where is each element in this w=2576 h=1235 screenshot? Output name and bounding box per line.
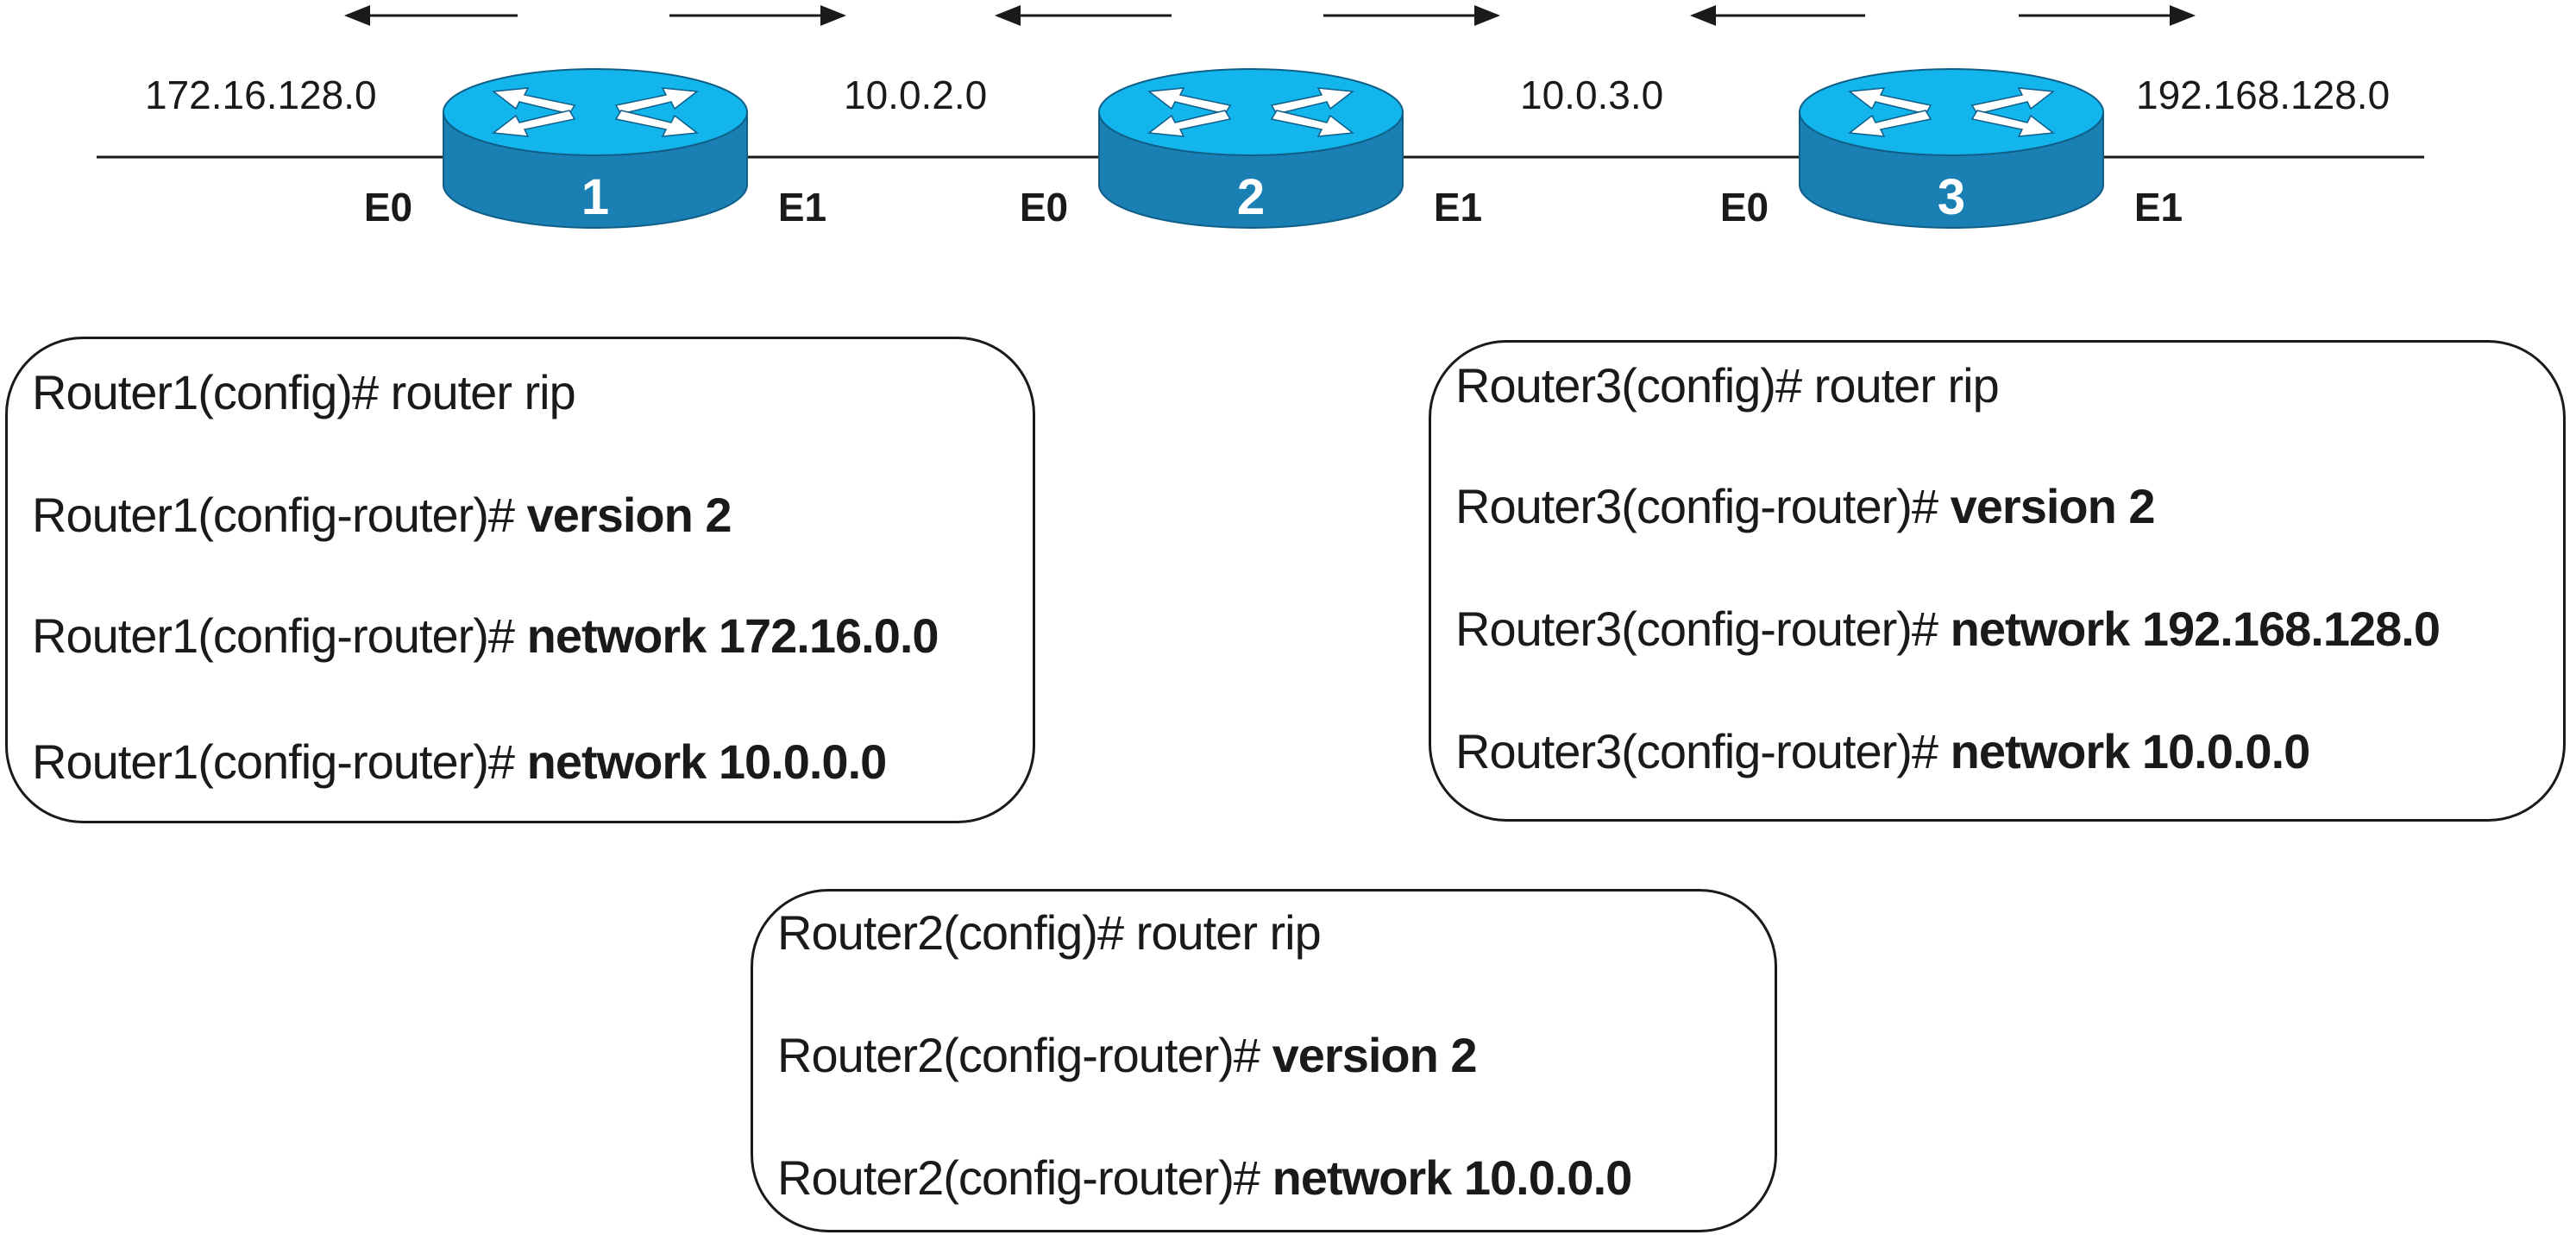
network-label-r1-r2: 10.0.2.0 [844,72,987,117]
cmd-prompt: Router2(config-router)# [777,1150,1272,1205]
cmd-prompt: Router1(config-router)# [32,488,527,542]
router-icon [443,68,748,229]
cmd-arg: version 2 [1950,479,2156,533]
config-line: Router1(config)# router rip [32,365,576,420]
router-1: 1 E0 E1 [364,68,826,230]
network-label-r2-r3: 10.0.3.0 [1520,72,1663,117]
cmd-arg: network 10.0.0.0 [1950,724,2311,778]
cmd-arg: network 192.168.128.0 [1950,602,2441,656]
router-1-e0-label: E0 [364,185,412,230]
cmd-arg: version 2 [1272,1028,1478,1082]
config-line: Router1(config-router)# network 172.16.0… [32,608,939,664]
router-icon [1098,68,1404,229]
config-line: Router3(config-router)# version 2 [1455,479,2156,534]
router-3: 3 E0 E1 [1720,68,2183,230]
router-2-e1-label: E1 [1434,185,1482,230]
router-3-label: 3 [1938,169,1965,225]
cmd-text: router rip [1135,905,1322,960]
router-2-label: 2 [1237,169,1265,225]
cmd-arg: version 2 [526,488,732,542]
router-1-e1-label: E1 [778,185,826,230]
config-line: Router2(config-router)# version 2 [777,1028,1478,1083]
router3-config-box: Router3(config)# router rip Router3(conf… [1429,340,2566,822]
cmd-prompt: Router1(config-router)# [32,608,527,663]
cmd-prompt: Router2(config)# [777,905,1136,960]
config-line: Router3(config)# router rip [1455,358,2000,413]
network-label-left: 172.16.128.0 [145,72,377,117]
router-3-e0-label: E0 [1720,185,1769,230]
cmd-text: router rip [390,365,576,419]
cmd-arg: network 10.0.0.0 [526,734,888,789]
cmd-arg: network 10.0.0.0 [1272,1150,1633,1205]
router-icon [1799,68,2104,229]
cmd-prompt: Router3(config-router)# [1455,602,1951,656]
cmd-prompt: Router1(config)# [32,365,391,419]
config-line: Router3(config-router)# network 192.168.… [1455,602,2441,657]
config-line: Router3(config-router)# network 10.0.0.0 [1455,724,2311,779]
cmd-text: router rip [1813,358,2000,413]
config-line: Router1(config-router)# network 10.0.0.0 [32,734,888,790]
cmd-prompt: Router2(config-router)# [777,1028,1272,1082]
cmd-prompt: Router1(config-router)# [32,734,527,789]
router1-config-box: Router1(config)# router rip Router1(conf… [5,337,1035,823]
network-label-right: 192.168.128.0 [2136,72,2390,117]
cmd-prompt: Router3(config)# [1455,358,1814,413]
config-line: Router1(config-router)# version 2 [32,488,732,543]
config-line: Router2(config-router)# network 10.0.0.0 [777,1150,1633,1206]
config-line: Router2(config)# router rip [777,905,1322,961]
router-2-e0-label: E0 [1020,185,1068,230]
cmd-prompt: Router3(config-router)# [1455,479,1951,533]
router-2: 2 E0 E1 [1020,68,1482,230]
cmd-prompt: Router3(config-router)# [1455,724,1951,778]
cmd-arg: network 172.16.0.0 [526,608,939,663]
router2-config-box: Router2(config)# router rip Router2(conf… [751,889,1777,1232]
router-1-label: 1 [581,169,609,225]
network-topology: 172.16.128.0 10.0.2.0 10.0.3.0 192.168.1… [97,4,2424,230]
router-3-e1-label: E1 [2134,185,2183,230]
